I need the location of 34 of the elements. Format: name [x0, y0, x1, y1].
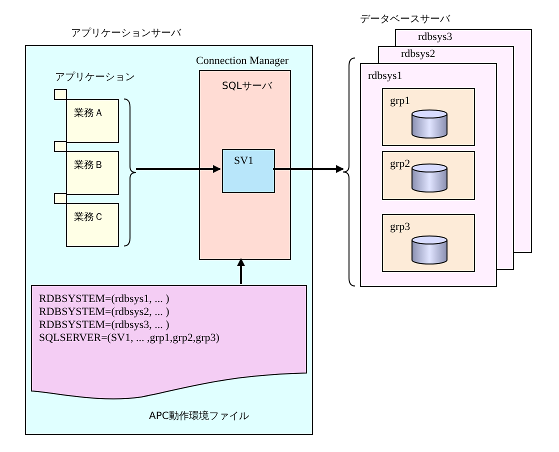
- box-title: 業務Ｂ: [74, 158, 104, 172]
- bracket-arrow: [124, 98, 221, 246]
- group-box: [382, 151, 475, 200]
- config-line: RDBSYSTEM=(rdbsys1, ... ): [39, 293, 170, 305]
- database-server-box: [360, 63, 497, 287]
- box-title: rdbsys3: [418, 31, 452, 43]
- group-box: [382, 214, 475, 272]
- group-title: Connection Manager: [196, 55, 289, 67]
- heading-label: データベースサーバ: [360, 13, 450, 26]
- document-shape: [31, 285, 307, 401]
- server-process-box: [222, 149, 275, 193]
- config-line: SQLSERVER=(SV1, ... ,grp1,grp2,grp3): [39, 332, 220, 344]
- box-title: SQLサーバ: [222, 80, 272, 93]
- database-server-box: [395, 29, 532, 46]
- box-title: rdbsys2: [401, 48, 436, 60]
- box-title: grp2: [390, 158, 410, 170]
- config-line: RDBSYSTEM=(rdbsys3, ... ): [39, 319, 170, 331]
- component-box: [66, 99, 119, 143]
- arrow: [237, 258, 245, 284]
- box-title: grp3: [390, 221, 410, 233]
- box-title: 業務Ａ: [74, 106, 104, 120]
- group-box: [382, 88, 475, 146]
- group-title: アプリケーションサーバ: [71, 26, 181, 40]
- box-title: rdbsys1: [368, 70, 402, 82]
- bracket-arrow: [273, 58, 356, 286]
- document-caption: APC動作環境ファイル: [149, 410, 249, 423]
- box-title: SV1: [234, 155, 254, 167]
- database-server-box: [378, 46, 514, 63]
- component-box: [66, 203, 119, 247]
- config-line: RDBSYSTEM=(rdbsys2, ... ): [39, 306, 170, 318]
- box-title: grp1: [390, 95, 410, 107]
- heading-label: アプリケーション: [55, 70, 135, 84]
- box-title: 業務Ｃ: [74, 210, 104, 224]
- component-box: [66, 151, 119, 195]
